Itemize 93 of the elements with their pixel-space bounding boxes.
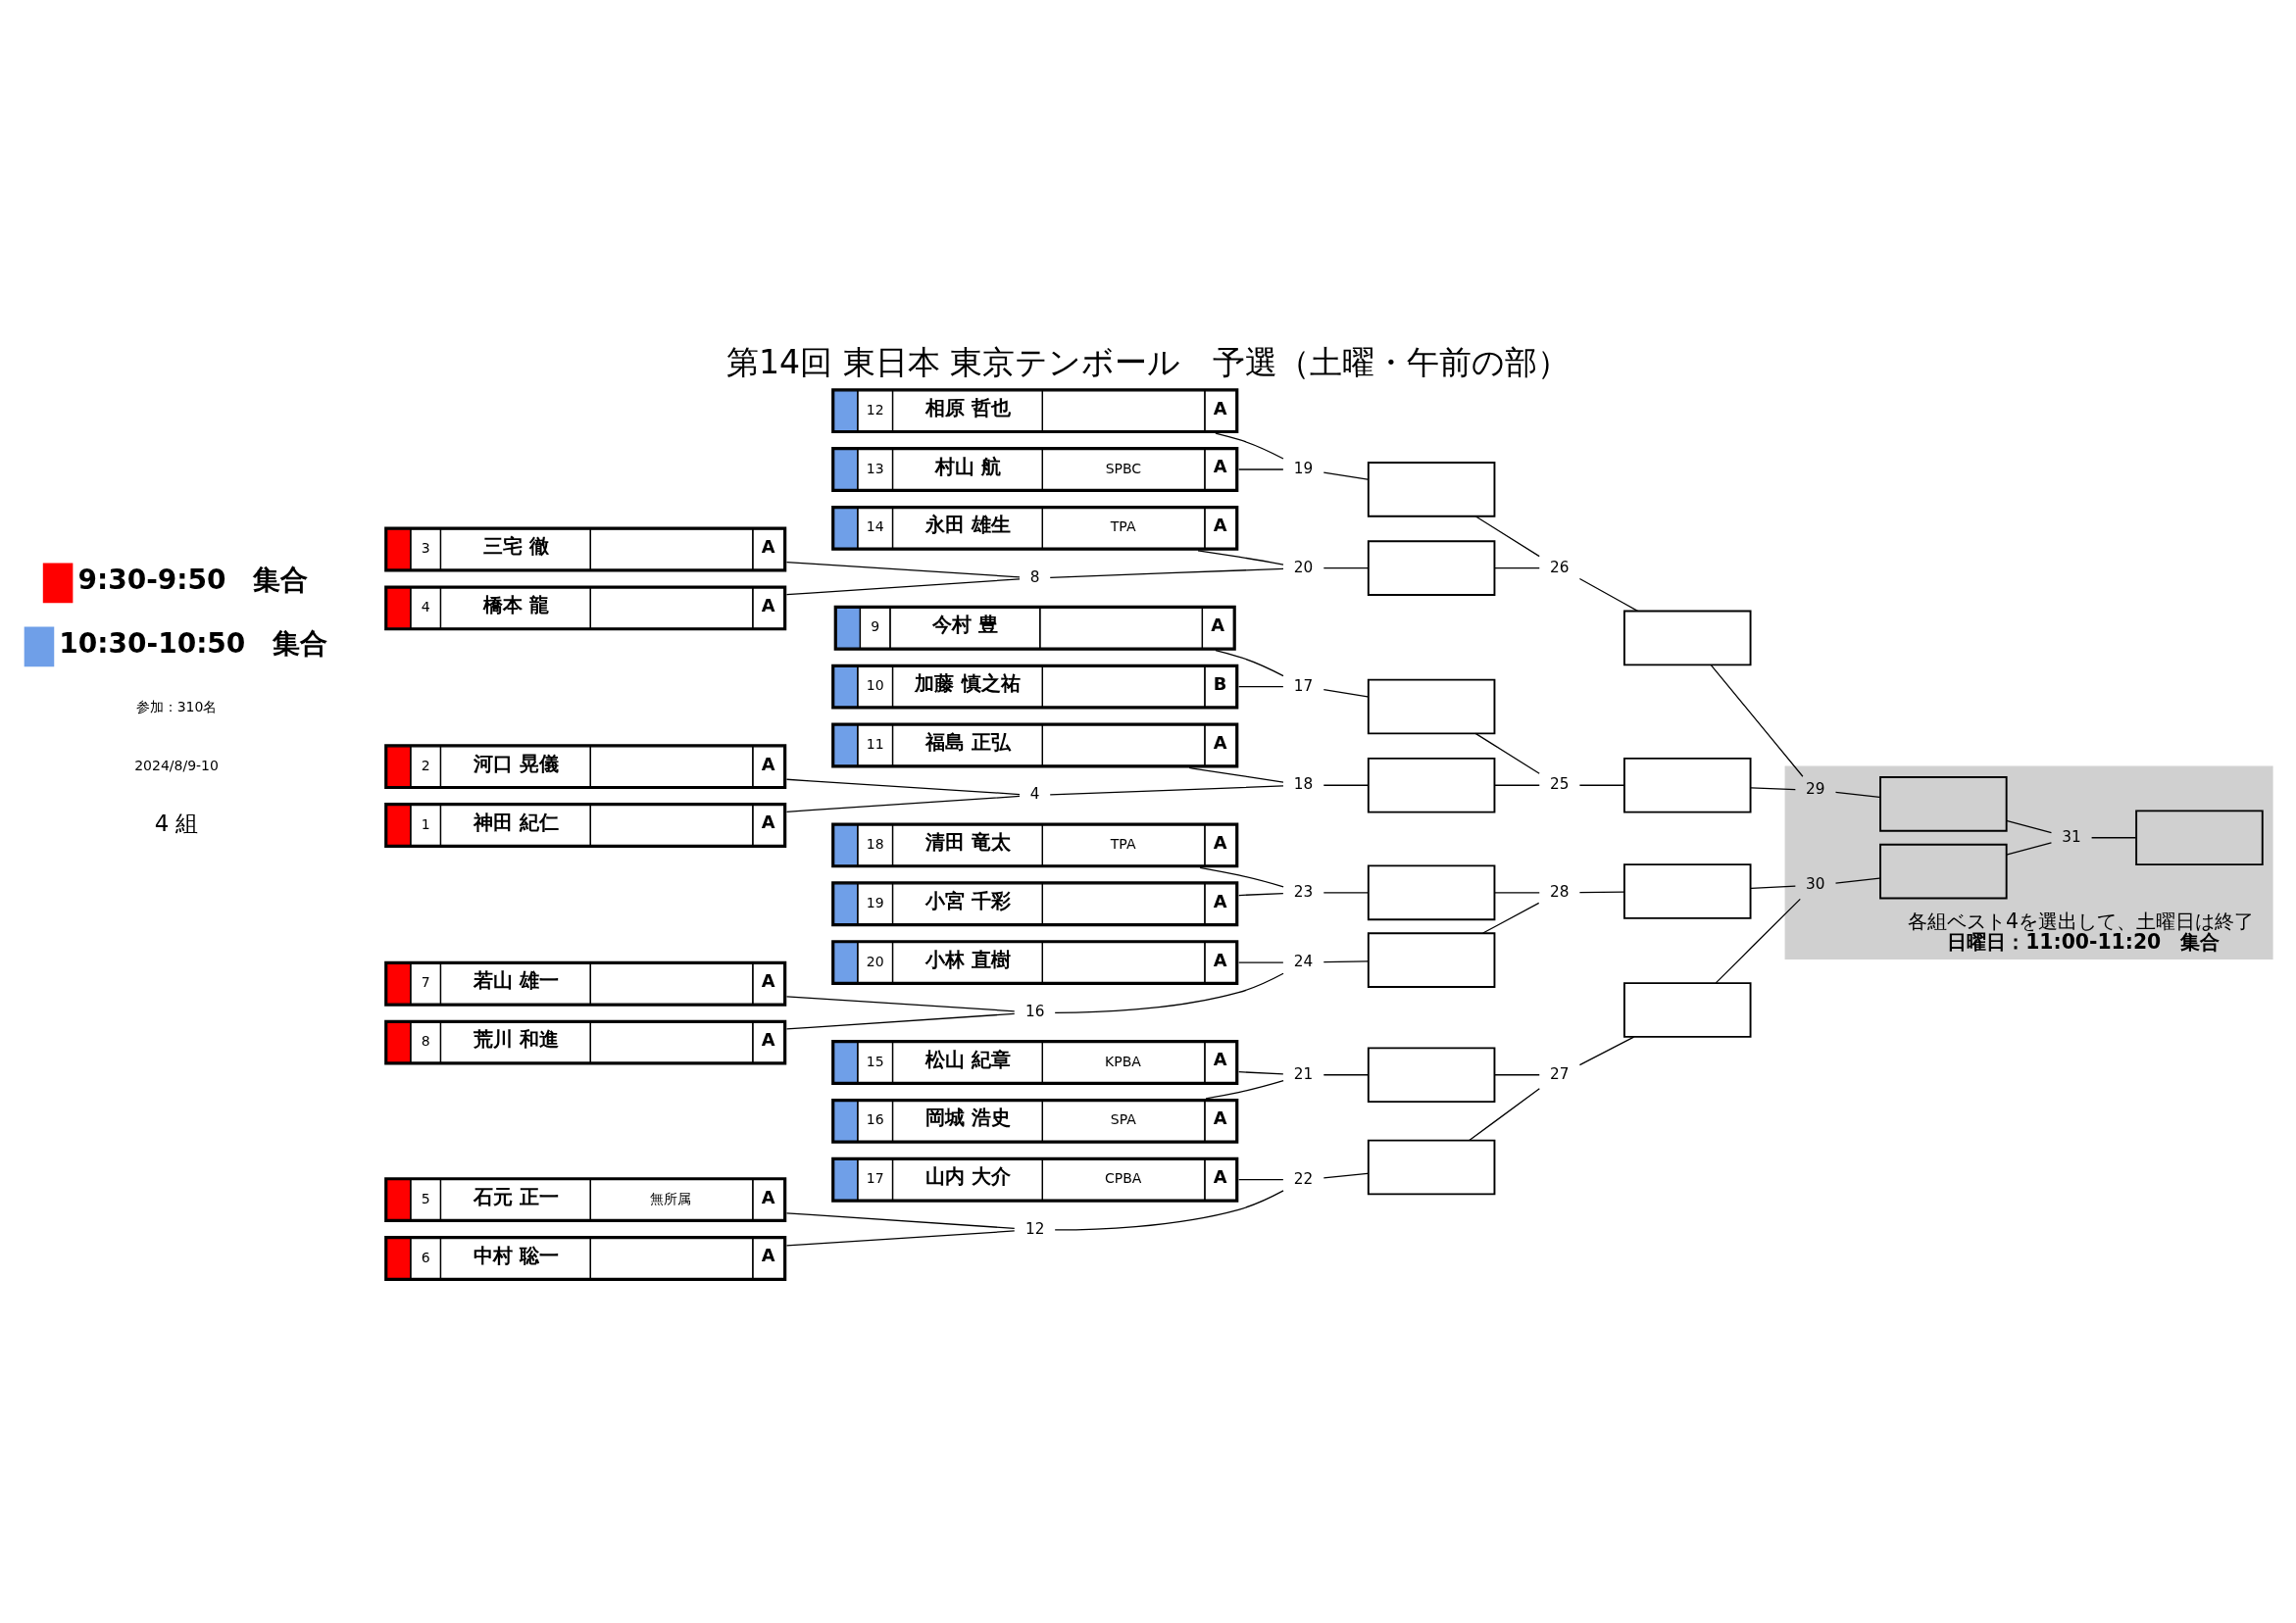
node-text: 21 <box>1293 1064 1314 1083</box>
connector <box>1834 877 1881 884</box>
node-text: 31 <box>2062 827 2081 846</box>
connector <box>1323 1074 1369 1076</box>
connector <box>1474 516 1540 558</box>
connector <box>1578 784 1625 786</box>
node-text: 27 <box>1549 1064 1570 1083</box>
node-box <box>1367 540 1496 596</box>
connector <box>1474 732 1540 774</box>
connector <box>1834 791 1881 799</box>
node-text: 28 <box>1549 882 1570 901</box>
node-box <box>1367 1139 1496 1196</box>
connector <box>1188 766 1284 783</box>
connector <box>2006 842 2053 856</box>
connector <box>1215 650 1284 677</box>
connector <box>1578 577 1639 612</box>
node-text: 17 <box>1293 676 1314 695</box>
node-box <box>1367 932 1496 988</box>
node-text: 4 <box>1029 785 1040 804</box>
connector <box>1323 892 1369 894</box>
connector <box>1238 468 1284 470</box>
node-text: 29 <box>1806 780 1825 799</box>
connector <box>1049 785 1284 796</box>
connector <box>1238 1071 1284 1075</box>
connector <box>1323 689 1369 698</box>
connector <box>1494 892 1540 894</box>
label: 2024/8/9-10 <box>134 757 219 773</box>
node-text: 25 <box>1549 775 1570 794</box>
label: 4 組 <box>154 810 199 836</box>
connector <box>1205 1080 1284 1100</box>
connector <box>1494 1074 1540 1076</box>
connector <box>2090 837 2137 839</box>
connector <box>785 1230 1016 1247</box>
label: 参加：310名 <box>135 698 218 714</box>
connector <box>1054 972 1284 1013</box>
connector <box>1323 471 1369 480</box>
node-box <box>1622 863 1752 919</box>
node-box <box>1622 610 1752 666</box>
connector <box>785 996 1016 1012</box>
connector <box>1323 1172 1369 1179</box>
connector <box>1238 686 1284 688</box>
node-text: 18 <box>1293 775 1314 794</box>
connector <box>1494 784 1540 786</box>
connector <box>1238 892 1284 897</box>
connector <box>785 578 1021 596</box>
node-text: 12 <box>1025 1219 1045 1238</box>
node-box <box>1879 776 2008 832</box>
connector <box>1197 550 1284 566</box>
connector <box>1494 567 1540 569</box>
node-text: 26 <box>1549 558 1570 576</box>
connector <box>785 778 1021 796</box>
connector <box>1710 664 1804 777</box>
connector <box>1469 1088 1540 1142</box>
connector <box>1750 787 1796 791</box>
connector <box>1054 1190 1284 1231</box>
node-text: 8 <box>1029 567 1040 586</box>
connector <box>785 795 1021 812</box>
connector <box>1750 885 1796 889</box>
node-box <box>2135 810 2264 866</box>
node-box <box>1622 757 1752 813</box>
connector <box>2006 819 2053 834</box>
connector <box>1049 567 1284 578</box>
connector <box>1323 567 1369 569</box>
node-text: 24 <box>1293 953 1314 971</box>
connector <box>1238 1179 1284 1181</box>
connector <box>1238 961 1284 963</box>
node-text: 23 <box>1293 882 1314 901</box>
node-box <box>1622 982 1752 1038</box>
connector <box>1578 891 1625 894</box>
node-box <box>1367 678 1496 735</box>
connector <box>1215 432 1284 460</box>
connector <box>1323 960 1369 963</box>
connector <box>1323 784 1369 786</box>
connector <box>785 1012 1016 1030</box>
connector <box>1578 1036 1635 1066</box>
connector <box>1482 902 1540 934</box>
connector <box>1715 898 1801 984</box>
node-text: 16 <box>1025 1003 1045 1021</box>
node-text: 19 <box>1293 459 1314 477</box>
node-box <box>1367 1047 1496 1104</box>
connector <box>785 1212 1016 1229</box>
node-box <box>1367 864 1496 921</box>
node-text: 30 <box>1806 875 1825 894</box>
legend-label: 10:30-10:50 集合 <box>59 626 328 660</box>
connector <box>785 562 1021 578</box>
connector <box>1199 866 1284 888</box>
node-text: 22 <box>1293 1169 1314 1188</box>
node-box <box>1367 462 1496 517</box>
node-box <box>1879 843 2008 900</box>
node-text: 20 <box>1293 558 1314 576</box>
legend-label: 9:30-9:50 集合 <box>77 563 309 596</box>
node-box <box>1367 757 1496 813</box>
diagram-title: 第14回 東日本 東京テンボール 予選（土曜・午前の部） <box>725 342 1571 381</box>
